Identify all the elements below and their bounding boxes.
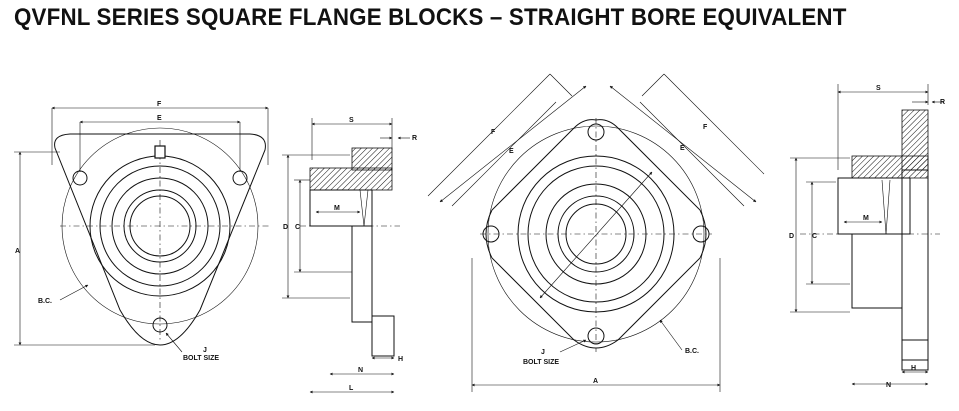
dim-label-f: F [157,101,162,108]
dim-label-s: S [349,117,354,124]
bolt-hole-right [232,170,248,186]
dim-label-r: R [412,135,417,142]
bolt-circle [487,125,705,343]
dim-label-a: A [593,378,598,385]
dim-label-h: H [911,365,916,372]
locking-collar [111,177,209,275]
dim-label-d: D [789,233,794,240]
dim-label-f-left: F [491,129,496,136]
dim-label-c: C [295,224,300,231]
triangular-flange-outline [54,133,266,346]
bolt-circle-label: B.C. [685,348,699,355]
inner-race [557,195,635,273]
triangular-flange-front-view: F E A B.C. J BOLT SIZE [14,101,270,362]
flange-section [351,147,393,171]
dim-label-r: R [940,99,945,106]
dim-label-e: E [157,115,162,122]
dim-label-l: L [349,385,354,392]
bolt-circle-label: B.C. [38,298,52,305]
triangular-flange-side-view: S R D C M H N L [282,117,417,394]
dim-label-m: M [863,215,869,222]
housing-inner-ring [527,165,665,303]
housing-section [851,155,929,179]
grease-fitting [154,145,166,159]
dim-label-a: A [15,248,20,255]
dim-label-d: D [283,224,288,231]
j-label: J [541,349,545,356]
bolt-size-label: BOLT SIZE [523,359,559,366]
page-title: QVFNL SERIES SQUARE FLANGE BLOCKS – STRA… [14,4,847,31]
housing-section [309,167,393,191]
bolt-hole-left [72,170,88,186]
housing-outer-ring [517,155,675,313]
dim-label-h: H [398,356,403,363]
bolt-size-label: BOLT SIZE [183,355,219,362]
dim-label-n: N [358,367,363,374]
square-flange-side-view: S R D C M H N [789,84,945,389]
dim-label-m: M [334,205,340,212]
dim-label-f-right: F [703,124,708,131]
dim-label-e-left: E [509,148,514,155]
dim-label-s: S [876,85,881,92]
dim-label-n: N [886,382,891,389]
housing-inner-ring [99,165,221,287]
j-label: J [203,347,207,354]
square-flange-front-view: F E F E J BOLT SIZE B.C. A [427,73,765,392]
dim-label-e-right: E [680,145,685,152]
dim-label-c: C [812,233,817,240]
